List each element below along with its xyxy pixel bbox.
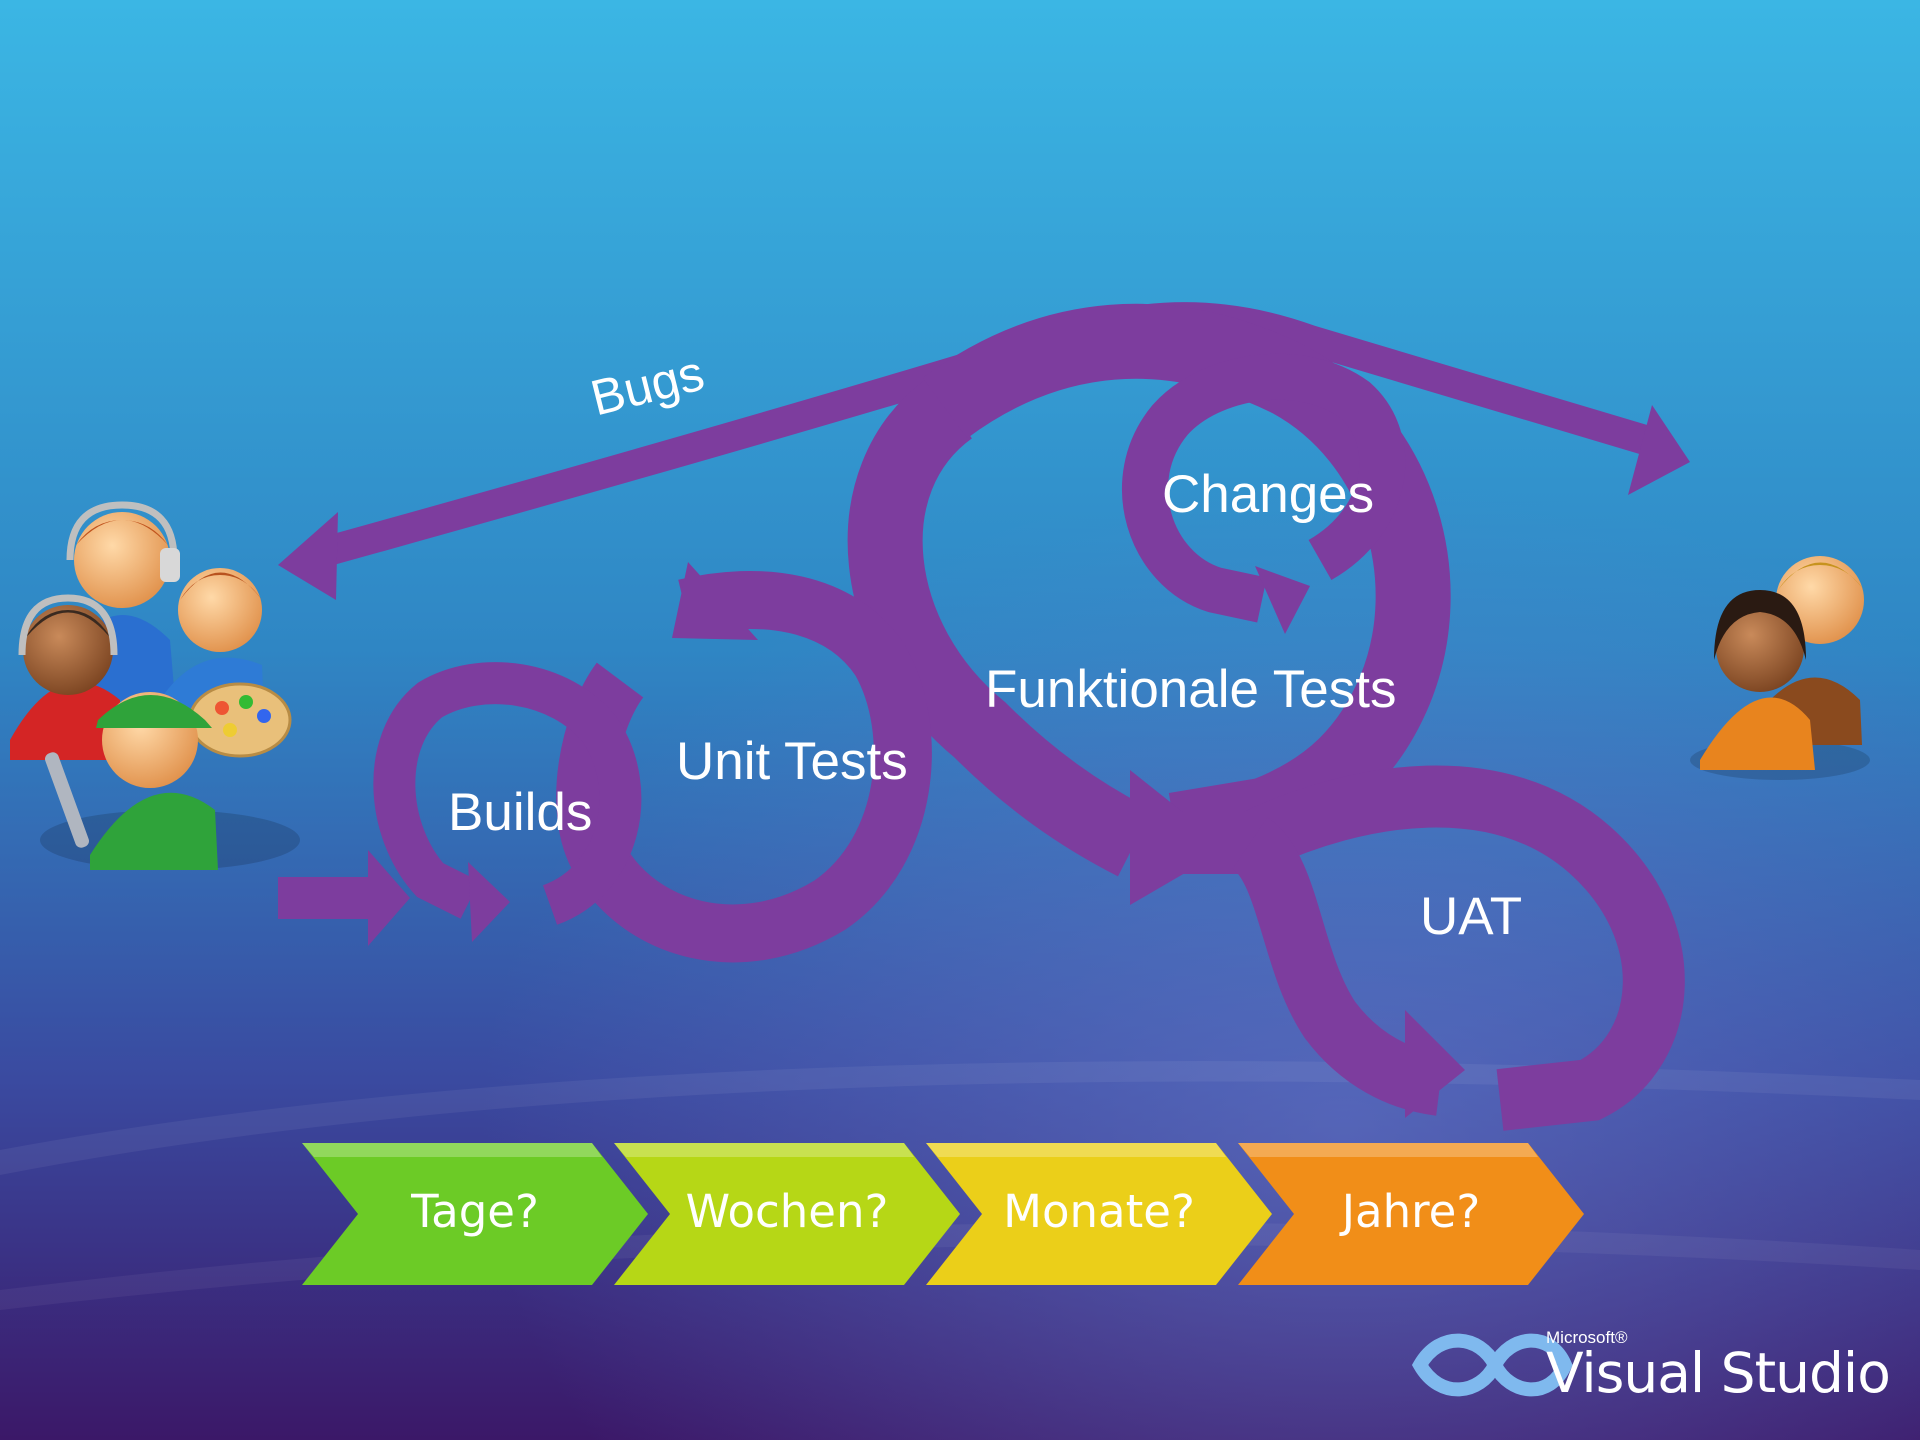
stage-label-years: Jahre? — [1341, 1185, 1481, 1238]
changes-label: Changes — [1162, 465, 1375, 524]
stage-label-days: Tage? — [411, 1185, 539, 1238]
functional-tests-loop-lower — [847, 377, 1153, 877]
uat-arrowhead — [1405, 1010, 1465, 1118]
stage-chevron-months: Monate? — [926, 1143, 1272, 1285]
logo-brand: Microsoft® — [1546, 1328, 1628, 1347]
changes-arrowhead — [1255, 566, 1310, 634]
stage-chevron-years: Jahre? — [1238, 1143, 1584, 1285]
builds-arrowhead — [468, 862, 510, 942]
bugs-arrowhead-left — [278, 512, 338, 600]
builds-label: Builds — [448, 783, 593, 842]
uat-loop-left — [1230, 817, 1445, 1116]
stage-label-weeks: Wochen? — [685, 1185, 889, 1238]
unit-tests-loop — [556, 571, 932, 963]
stage-chevron-days: Tage? — [302, 1143, 648, 1285]
builds-loop — [373, 662, 642, 925]
bugs-arrowhead-right — [1628, 405, 1690, 495]
developer-team-icon — [10, 501, 300, 870]
uat-loop-right — [1175, 765, 1685, 1131]
business-people-icon — [1690, 556, 1870, 780]
unit-tests-label: Unit Tests — [676, 732, 908, 791]
stage-label-months: Monate? — [1003, 1185, 1195, 1238]
background-swoosh — [0, 1061, 1920, 1175]
logo-product: Visual Studio — [1546, 1341, 1891, 1405]
uat-label: UAT — [1420, 887, 1523, 946]
visual-studio-logo-icon — [1411, 1333, 1573, 1397]
stage-chevron-weeks: Wochen? — [614, 1143, 960, 1285]
changes-loop — [1122, 353, 1406, 623]
functional-tests-label: Funktionale Tests — [985, 660, 1397, 719]
unit-tests-arrowhead — [672, 562, 758, 640]
entry-arrowhead — [368, 850, 410, 946]
